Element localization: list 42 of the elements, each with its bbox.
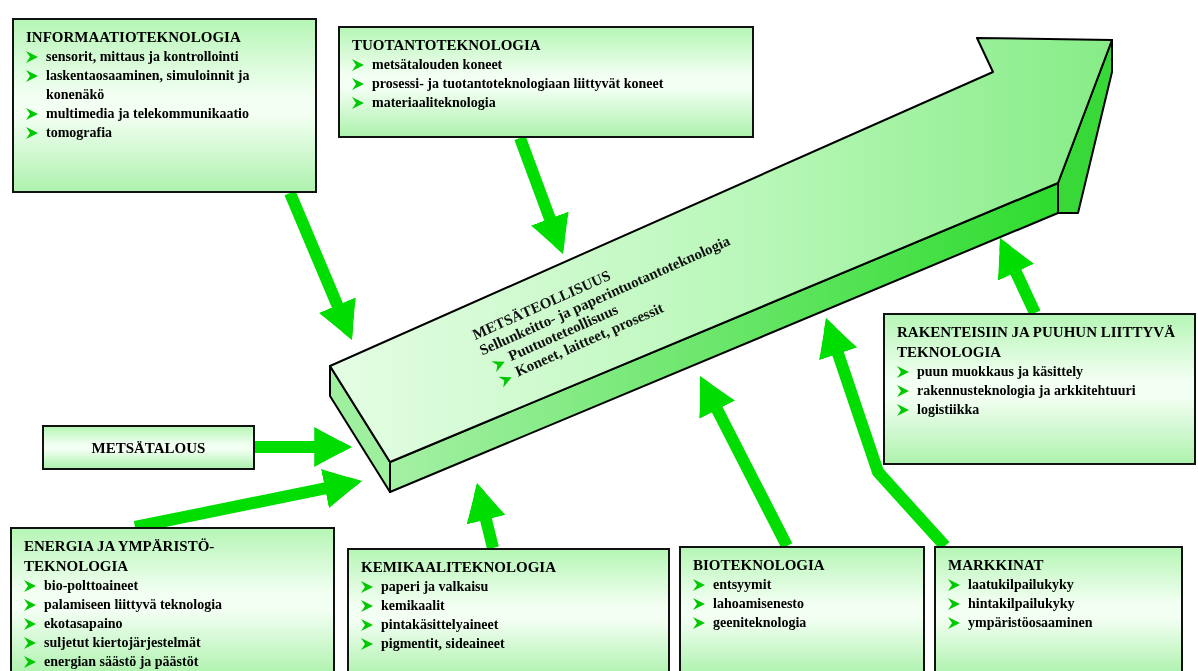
topic-item: metsätalouden koneet — [372, 56, 504, 74]
topic-item: palamiseen liittyvä teknologia — [44, 596, 224, 614]
topic-box — [42, 425, 255, 470]
topic-box — [883, 313, 1196, 465]
topic-item: paperi ja valkaisu — [381, 578, 490, 596]
topic-heading: MARKKINAT — [948, 556, 1045, 575]
topic-item: sensorit, mittaus ja kontrollointi — [46, 48, 240, 66]
arrow — [466, 481, 506, 550]
topic-item: geeniteknologia — [713, 614, 808, 632]
topic-item: multimedia ja telekommunikaatio — [46, 105, 250, 123]
topic-item: hintakilpailukyky — [968, 595, 1076, 613]
topic-item: puun muokkaus ja käsittely — [917, 363, 1085, 381]
topic-item: logistiikka — [917, 401, 981, 419]
topic-heading: KEMIKAALITEKNOLOGIA — [361, 558, 558, 577]
topic-item: laatukilpailukyky — [968, 576, 1075, 594]
topic-heading: INFORMAATIOTEKNOLOGIA — [26, 28, 242, 47]
topic-item: pigmentit, sideaineet — [381, 635, 506, 653]
topic-heading: METSÄTALOUS — [91, 438, 206, 458]
topic-item: prosessi- ja tuotantoteknologiaan liittyvät koneet — [372, 75, 665, 93]
topic-item: ekotasapaino — [44, 615, 124, 633]
topic-item: lahoamisenesto — [713, 595, 805, 613]
topic-box — [934, 546, 1183, 671]
topic-item: pintakäsittelyaineet — [381, 616, 500, 634]
topic-box — [347, 548, 670, 671]
topic-box — [12, 18, 317, 193]
topic-heading: ENERGIA JA YMPÄRISTÖ- TEKNOLOGIA — [24, 537, 216, 576]
topic-item: tomografia — [46, 124, 114, 142]
topic-heading: BIOTEKNOLOGIA — [693, 556, 826, 575]
topic-item: energian säästö ja päästöt — [44, 653, 200, 671]
arrow — [255, 427, 352, 467]
topic-item: rakennusteknologia ja arkkitehtuuri — [917, 382, 1137, 400]
topic-box — [679, 546, 925, 671]
topic-item: ympäristöosaaminen — [968, 614, 1094, 632]
topic-heading: TUOTANTOTEKNOLOGIA — [352, 36, 542, 55]
topic-item: materiaaliteknologia — [372, 94, 497, 112]
topic-item: suljetut kiertojärjestelmät — [44, 634, 202, 652]
topic-box — [10, 527, 335, 671]
topic-item: kemikaalit — [381, 597, 446, 615]
topic-box — [338, 26, 754, 138]
topic-item: bio-polttoaineet — [44, 577, 140, 595]
topic-heading: RAKENTEISIIN JA PUUHUN LIITTYVÄ TEKNOLOGIA — [897, 323, 1176, 362]
topic-item: entsyymit — [713, 576, 773, 594]
